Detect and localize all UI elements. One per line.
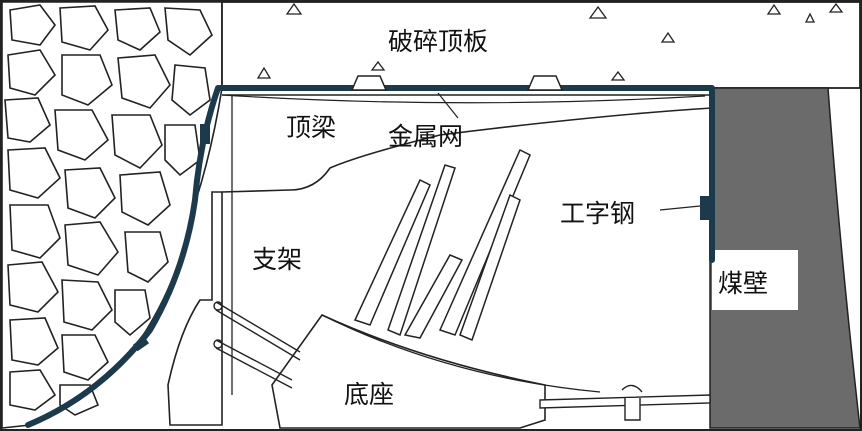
support-label: 支架 (252, 245, 302, 274)
gob-rubble (1, 1, 223, 429)
metal-mesh-label: 金属网 (388, 122, 463, 151)
broken-roof (221, 1, 861, 89)
i-beam-label: 工字钢 (560, 199, 635, 228)
mesh-sag-line (221, 94, 706, 104)
base (271, 313, 546, 429)
base-top-line (321, 314, 601, 393)
coal-wall-label: 煤壁 (718, 269, 768, 298)
coal-wall-label-bg (712, 250, 798, 310)
broken-roof-label: 破碎顶板 (388, 27, 488, 56)
top-beam (221, 94, 713, 193)
i-beam-side (132, 124, 712, 352)
push-rod (539, 384, 711, 421)
chains (213, 301, 301, 389)
leader-lines (437, 92, 701, 211)
top-beam-label: 顶梁 (286, 113, 336, 142)
i-beam-clamps (350, 75, 564, 91)
support-leg (167, 191, 223, 426)
base-label: 底座 (344, 380, 394, 409)
hydraulic-props (353, 148, 531, 341)
